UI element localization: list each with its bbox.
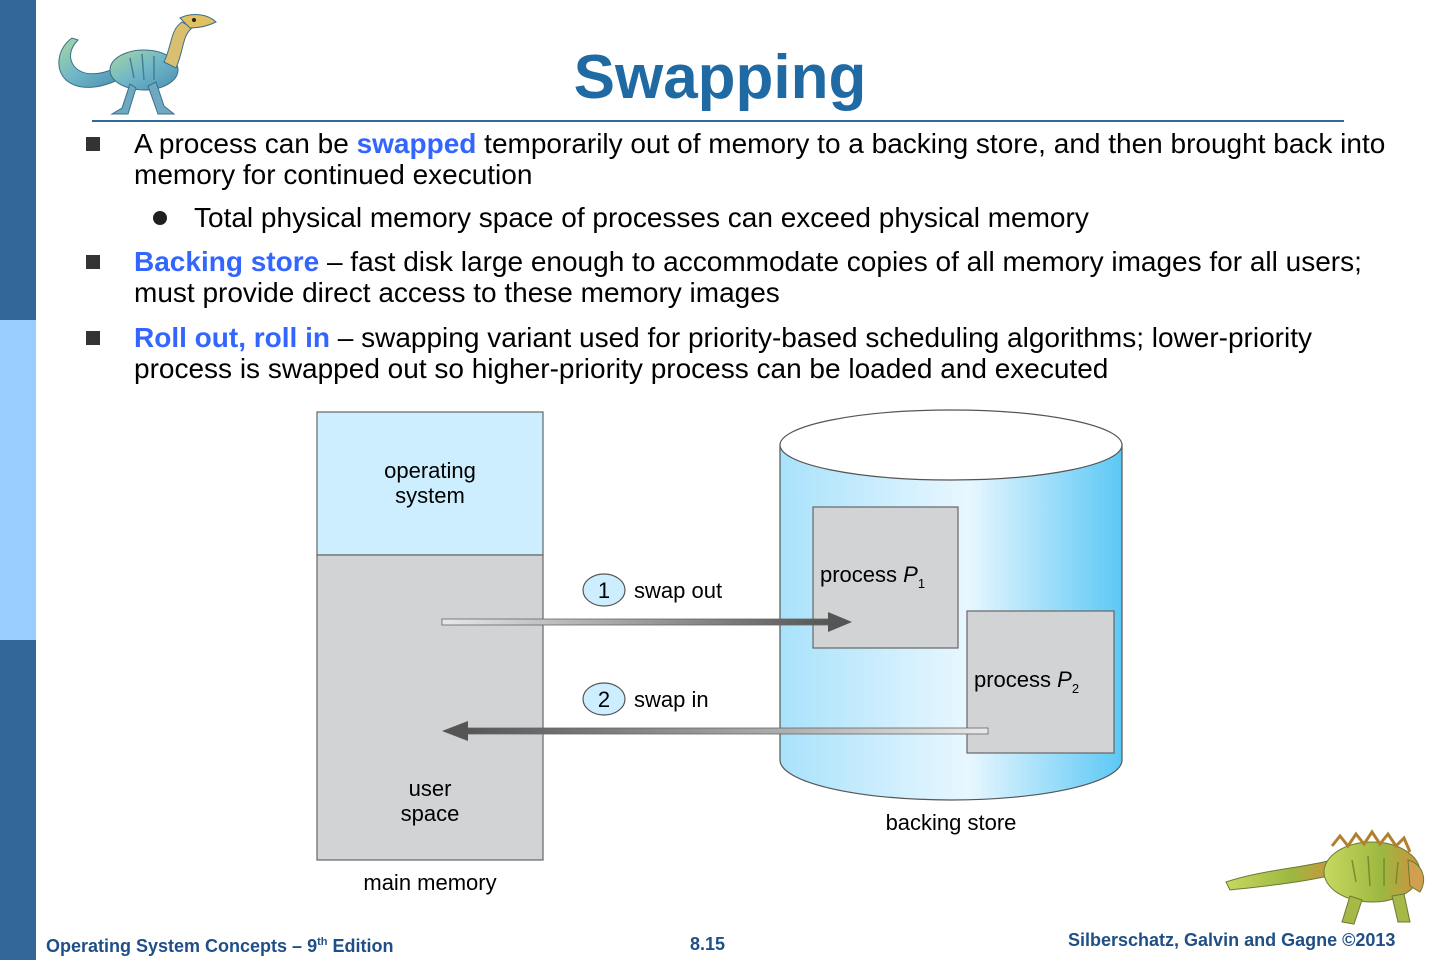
os-label-line2: system <box>395 483 465 508</box>
main-memory-label: main memory <box>363 870 496 895</box>
process-p1-label: process P1 <box>820 562 925 591</box>
bullet-text: A process can be <box>134 128 357 159</box>
title-underline <box>92 120 1344 122</box>
swap-in-label: swap in <box>634 687 709 712</box>
step-2-number: 2 <box>598 687 610 712</box>
bullet-text: – swapping variant used for priority-bas… <box>134 322 1312 384</box>
sidebar-band-top <box>0 0 36 320</box>
bullet-text: – fast disk large enough to accommodate … <box>134 246 1362 308</box>
main-memory: operating system user space main memory <box>316 411 544 895</box>
dinosaur-logo-top <box>58 14 217 115</box>
process-p2-block <box>966 610 1115 754</box>
bullet-item-roll-out-roll-in: Roll out, roll in – swapping variant use… <box>134 322 1404 384</box>
left-sidebar <box>0 0 36 960</box>
backing-store-label: backing store <box>886 810 1017 835</box>
swap-out-label: swap out <box>634 578 722 603</box>
arrow-head-left-icon <box>442 721 468 741</box>
square-bullet-icon <box>86 331 100 345</box>
bullet-keyword: swapped <box>356 128 477 159</box>
user-space-block <box>316 554 544 861</box>
swap-out-arrow: 1 swap out <box>441 573 852 632</box>
step-1-badge <box>582 573 626 607</box>
square-bullet-icon <box>86 255 100 269</box>
swap-in-arrow: 2 swap in <box>442 682 989 741</box>
bullet-item-backing-store: Backing store – fast disk large enough t… <box>134 246 1404 308</box>
swapping-diagram: operating system user space main memory … <box>316 409 1123 895</box>
user-space-label-line1: user <box>409 776 452 801</box>
slide-title: Swapping <box>573 43 867 112</box>
step-1-number: 1 <box>598 578 610 603</box>
footer-authors: Silberschatz, Galvin and Gagne ©2013 <box>1068 930 1396 950</box>
bullet-item-swapped: A process can be swapped temporarily out… <box>134 128 1404 190</box>
process-p2-label: process P2 <box>974 667 1079 696</box>
footer-slide-number: 8.15 <box>690 934 726 954</box>
os-block <box>316 411 544 556</box>
sidebar-band-bottom <box>0 640 36 960</box>
cylinder-top <box>779 409 1123 481</box>
round-bullet-icon <box>153 211 167 225</box>
user-space-label-line2: space <box>401 801 460 826</box>
os-label-line1: operating <box>384 458 476 483</box>
arrow-head-right-icon <box>828 612 852 632</box>
sidebar-band-middle <box>0 320 36 640</box>
square-bullet-icon <box>86 137 100 151</box>
step-2-badge <box>582 682 626 716</box>
bullet-keyword: Roll out, roll in <box>134 322 330 353</box>
dinosaur-logo-bottom <box>1225 829 1424 925</box>
sub-bullet-item: Total physical memory space of processes… <box>194 202 1089 233</box>
footer-book-title: Operating System Concepts – 9th Edition <box>46 936 394 956</box>
bullet-text: temporarily out of memory to a backing s… <box>134 128 1386 190</box>
backing-store: backing store process P1 process P2 <box>779 409 1123 835</box>
bullet-keyword: Backing store <box>134 246 320 277</box>
